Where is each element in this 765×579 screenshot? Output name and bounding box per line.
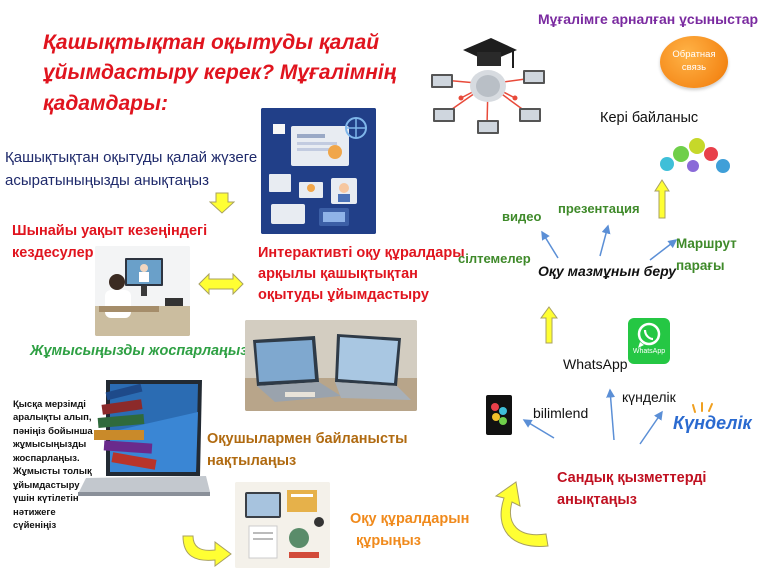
intro-line-1: Қашықтықтан оқытуды қалай жүзеге xyxy=(5,149,258,166)
study-tools-photo xyxy=(235,482,330,568)
whatsapp-logo-text: WhatsApp xyxy=(632,348,666,355)
intro-line-2: асыратыныңызды анықтаңыз xyxy=(5,171,209,189)
video-label: видео xyxy=(502,209,542,224)
digital-services-text: Сандық қызметтерді анықтаңыз xyxy=(557,468,706,512)
side-note-text: Қысқа мерзімді аралықты алып, пәніңіз бо… xyxy=(13,398,93,533)
feedback-text: Кері байланыс xyxy=(600,110,699,126)
curved-arrow-icon xyxy=(182,535,232,567)
whatsapp-label: WhatsApp xyxy=(563,356,628,372)
double-arrow-icon xyxy=(198,273,244,295)
laptops-photo xyxy=(245,320,417,411)
up-arrow-icon xyxy=(540,306,558,344)
interactive-tools-text: Интерактивті оқу құралдары арқылы қашықт… xyxy=(258,243,465,306)
services-line-2: анықтаңыз xyxy=(557,491,637,508)
realtime-line-2: кездесулер xyxy=(12,245,94,262)
side-note-line: Қысқа мерзімді xyxy=(13,399,86,410)
books-laptop-illustration xyxy=(76,372,210,520)
badge-line-2: связь xyxy=(681,62,707,73)
plan-your-work-text: Жұмысыңызды жоспарлаңыз xyxy=(30,343,248,359)
feedback-badge: Обратная связь xyxy=(660,36,728,88)
kundelik-label: күнделік xyxy=(622,389,676,405)
kundelik-logo: Күнделік xyxy=(673,413,752,433)
up-arrow-icon xyxy=(654,179,670,219)
interactive-line-3: оқытуды ұйымдастыру xyxy=(258,287,429,304)
curved-arrow-icon xyxy=(494,481,549,547)
tools-line-2: құрыңыз xyxy=(356,532,421,549)
title-line-1: Қашықтықтан оқытуды қалай xyxy=(43,31,380,54)
students-line-1: Оқушылармен байланысты xyxy=(207,431,408,447)
kundelik-logo-rays xyxy=(692,402,713,413)
side-note-line: нәтижеге xyxy=(13,506,56,518)
title-line-3: қадамдары: xyxy=(43,91,168,115)
title-line-2: ұйымдастыру керек? Мұғалімнің xyxy=(43,61,397,85)
bilimland-label: bilimlend xyxy=(533,405,589,421)
whatsapp-logo: WhatsApp xyxy=(628,318,670,364)
content-arrows xyxy=(541,224,678,261)
side-note-line: жоспарлаңыз. xyxy=(13,452,80,464)
content-delivery-label: Оқу мазмұнын беру xyxy=(538,263,677,279)
students-contact-text: Оқушылармен байланысты нақтылаңыз xyxy=(207,429,408,473)
services-line-1: Сандық қызметтерді xyxy=(557,470,707,486)
intro-text: Қашықтықтан оқытуды қалай жүзеге асыраты… xyxy=(5,147,257,192)
down-arrow-icon xyxy=(209,192,235,214)
bilimland-logo xyxy=(486,395,512,435)
side-note-line: үшін күтілетін xyxy=(13,493,79,505)
route-line-2: парағы xyxy=(676,257,725,273)
realtime-meetings-text: Шынайы уақыт кезеңіндегі кездесулер xyxy=(12,220,207,265)
create-tools-text: Оқу құралдарын құрыңыз xyxy=(350,509,469,553)
students-line-2: нақтылаңыз xyxy=(207,452,297,469)
side-note-line: Жұмысты толық xyxy=(13,466,92,478)
digital-arrows xyxy=(522,388,663,445)
badge-line-1: Обратная xyxy=(672,49,716,60)
side-note-line: аралықты алып, xyxy=(13,412,92,424)
page-title: Қашықтықтан оқытуды қалай ұйымдастыру ке… xyxy=(43,28,396,119)
online-learning-illustration xyxy=(261,108,376,234)
route-line-1: Маршрут xyxy=(676,236,737,251)
interactive-line-2: арқылы қашықтықтан xyxy=(258,266,418,283)
recommendations-title: Мұғалімге арналған ұсыныстар xyxy=(538,11,759,27)
route-sheet-label: Маршрут парағы xyxy=(676,233,737,276)
chat-bubbles-icon xyxy=(655,136,735,176)
side-note-line: ұйымдастыру xyxy=(13,479,80,491)
network-graduation-illustration xyxy=(425,28,551,136)
interactive-line-1: Интерактивті оқу құралдары xyxy=(258,245,465,261)
side-note-line: пәніңіз бойынша xyxy=(13,425,93,437)
tools-line-1: Оқу құралдарын xyxy=(350,511,470,527)
presentation-label: презентация xyxy=(558,201,640,216)
side-note-line: сүйеніңіз xyxy=(13,520,57,532)
realtime-line-1: Шынайы уақыт кезеңіндегі xyxy=(12,223,208,239)
video-call-photo xyxy=(95,246,190,336)
side-note-line: жұмысыңызды xyxy=(13,439,87,451)
links-label: сілтемелер xyxy=(458,251,531,266)
